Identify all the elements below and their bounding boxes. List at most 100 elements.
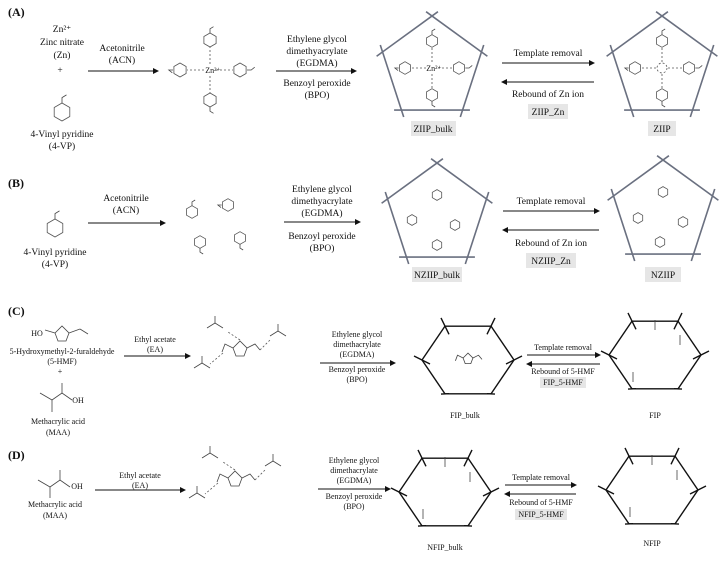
step2-line3-d: (EGDMA) — [337, 476, 372, 485]
ziip-bulk-label-box — [411, 121, 456, 136]
ziip-zn-label-box — [528, 104, 568, 119]
vinyl-group — [191, 199, 196, 206]
maa-structure-d — [37, 470, 71, 498]
furan-ring — [232, 340, 248, 357]
vinyl-group — [209, 107, 214, 114]
hydroxymethyl-group — [221, 343, 234, 353]
pyridine-ring — [222, 198, 234, 212]
panel-a-label: (A) — [8, 5, 25, 19]
crosslink — [486, 317, 496, 335]
nziip-network — [607, 155, 719, 262]
hydrogen-bond — [254, 469, 266, 481]
rebound-text-d: Rebound of 5-HMF — [509, 498, 573, 507]
nziip-zn-label: NZIIP_Zn — [531, 257, 571, 267]
pyridine-ring — [406, 214, 418, 226]
polymer-chain — [690, 188, 716, 262]
polymer-chain — [677, 354, 702, 390]
methacrylic-acid — [269, 330, 287, 337]
vinyl-group — [431, 101, 436, 108]
pyridine-ring — [234, 231, 246, 245]
furan-ring — [462, 352, 474, 365]
vinylpyridine-name-b: 4-Vinyl pyridine — [23, 248, 86, 258]
hmf-name: 5-Hydroxymethyl-2-furaldehyde — [10, 347, 115, 356]
polymer-chain — [398, 491, 423, 527]
vinyl-group — [54, 210, 60, 219]
vinylpyridine-abbr-b: (4-VP) — [42, 259, 68, 270]
panel-b: (B) 4-Vinyl pyridine (4-VP) Acetonitrile… — [8, 155, 719, 282]
nfip-hmf-label: NFIP_5-HMF — [518, 510, 564, 519]
vinylpyridine-abbr: (4-VP) — [49, 141, 75, 152]
step1-solvent-abbr-b: (ACN) — [113, 205, 139, 216]
vinyl-group — [239, 244, 244, 251]
pyridine-ring — [186, 205, 198, 219]
pyridine-ring — [656, 34, 668, 48]
step2-line2-c: dimethacrylate — [333, 340, 381, 349]
hydroxymethyl-group — [455, 354, 464, 361]
polymer-chain — [376, 11, 439, 57]
maa-oh-text-d: OH — [71, 482, 83, 491]
crosslink — [440, 317, 450, 335]
step1-solvent-d: Ethyl acetate — [119, 471, 161, 480]
nfip-label: NFIP — [643, 539, 661, 548]
maa-name: Methacrylic acid — [31, 417, 85, 426]
crosslink — [627, 312, 637, 330]
crosslink — [390, 487, 408, 497]
pyridine-ring — [654, 236, 666, 248]
polymer-chain — [607, 155, 670, 201]
aldehyde-group — [246, 343, 261, 351]
ziip-bulk-zn-ion: Zn²⁺ — [426, 64, 442, 73]
step2-line4: Benzoyl peroxide — [283, 79, 350, 89]
methacrylic-acid — [201, 452, 219, 459]
step2-line1-c: Ethylene glycol — [332, 330, 383, 339]
nziip-random-sites — [632, 186, 689, 248]
fip-bulk-template — [455, 352, 483, 365]
vinyl-group — [216, 204, 222, 208]
pyridine-ring — [632, 212, 644, 224]
methacrylic-acid — [193, 362, 211, 369]
zinc-nitrate-abbr: (Zn) — [54, 50, 71, 61]
polymer-chain — [490, 325, 515, 361]
vinyl-group — [393, 67, 399, 71]
furan-ring — [227, 470, 243, 487]
fip-hmf-label-box — [540, 377, 586, 388]
step1-solvent-abbr: (ACN) — [109, 55, 135, 66]
vinyl-group — [431, 28, 436, 35]
step2-line2-d: dimethacrylate — [330, 466, 378, 475]
crosslink — [463, 449, 473, 467]
polymer-chain — [674, 489, 699, 525]
hydrogen-bond — [209, 352, 224, 365]
panel-b-label: (B) — [8, 176, 24, 190]
vinylpyridine-structure-b — [46, 210, 64, 238]
pyridine-ring — [203, 92, 217, 108]
free-monomers — [186, 198, 246, 255]
pyridine-ring — [46, 218, 64, 238]
pyridine-ring — [426, 88, 438, 102]
zinc-ion-text: Zn²⁺ — [53, 25, 71, 35]
step2-line2: dimethyacrylate — [286, 47, 347, 57]
polymer-chain — [398, 457, 423, 493]
polymer-chain — [459, 44, 485, 118]
polymer-chain — [606, 11, 669, 57]
vinyl-group — [247, 66, 255, 71]
nziip-label-box — [645, 267, 681, 282]
polymer-chain — [384, 191, 410, 265]
pyridine-ring — [683, 61, 695, 75]
ziip-zn-label: ZIIP_Zn — [532, 108, 565, 118]
pyridine-ring — [426, 34, 438, 48]
vinyl-group — [199, 248, 204, 255]
polymer-chain — [689, 44, 715, 118]
polymer-chain — [609, 44, 635, 118]
panel-d: (D) OH Methacrylic acid (MAA) Ethyl acet… — [8, 446, 707, 552]
step2-line4-b: Benzoyl peroxide — [288, 232, 355, 242]
ziip-bulk-template-complex — [393, 28, 473, 108]
polymer-chain — [656, 155, 719, 201]
fip-bulk-network — [413, 317, 523, 395]
panel-d-label: (D) — [8, 448, 25, 462]
nziip-bulk-random-sites — [406, 189, 461, 251]
vinyl-group — [167, 69, 173, 74]
pyridine-ring — [449, 219, 461, 231]
hydroxymethyl-group — [216, 473, 229, 483]
aldehyde-group — [472, 354, 483, 360]
maa-name-d: Methacrylic acid — [28, 500, 82, 509]
